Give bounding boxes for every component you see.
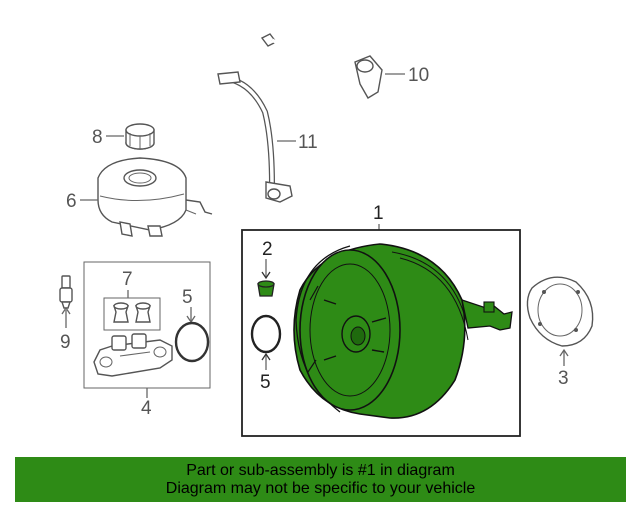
grommet-part-2[interactable] — [257, 280, 275, 297]
callout-9: 9 — [60, 332, 71, 353]
vacuum-line-part-11[interactable] — [217, 71, 293, 203]
callout-1: 1 — [373, 203, 384, 224]
callout-5-left: 5 — [182, 287, 193, 308]
callout-5-right: 5 — [260, 372, 271, 393]
callout-11: 11 — [298, 132, 318, 153]
vacuum-hose-part-10[interactable] — [260, 33, 383, 102]
brake-booster-box — [241, 229, 521, 437]
brake-booster-part-1[interactable] — [293, 243, 513, 419]
callout-2: 2 — [262, 239, 273, 260]
o-ring-part-5-left[interactable] — [174, 321, 210, 363]
parts-diagram: 10 11 8 6 9 7 — [59, 33, 594, 437]
banner-line-1: Part or sub-assembly is #1 in diagram — [186, 462, 455, 479]
callout-8: 8 — [92, 127, 103, 148]
reservoir-cap-part-8[interactable] — [125, 123, 155, 150]
banner-line-2: Diagram may not be specific to your vehi… — [165, 480, 476, 497]
callout-4: 4 — [141, 398, 152, 419]
callout-7: 7 — [122, 269, 133, 290]
info-banner: Part or sub-assembly is #1 in diagram Di… — [15, 457, 626, 502]
callout-3: 3 — [558, 368, 569, 389]
o-ring-part-5-right[interactable] — [250, 314, 282, 354]
sensor-part-9[interactable] — [59, 275, 73, 309]
callout-6: 6 — [66, 191, 77, 212]
grommets-part-7[interactable] — [113, 302, 151, 323]
gasket-part-3[interactable] — [526, 276, 594, 347]
callout-10: 10 — [408, 65, 429, 86]
master-cylinder-part-4[interactable] — [93, 333, 173, 377]
brake-fluid-reservoir-part-6[interactable] — [97, 157, 213, 237]
